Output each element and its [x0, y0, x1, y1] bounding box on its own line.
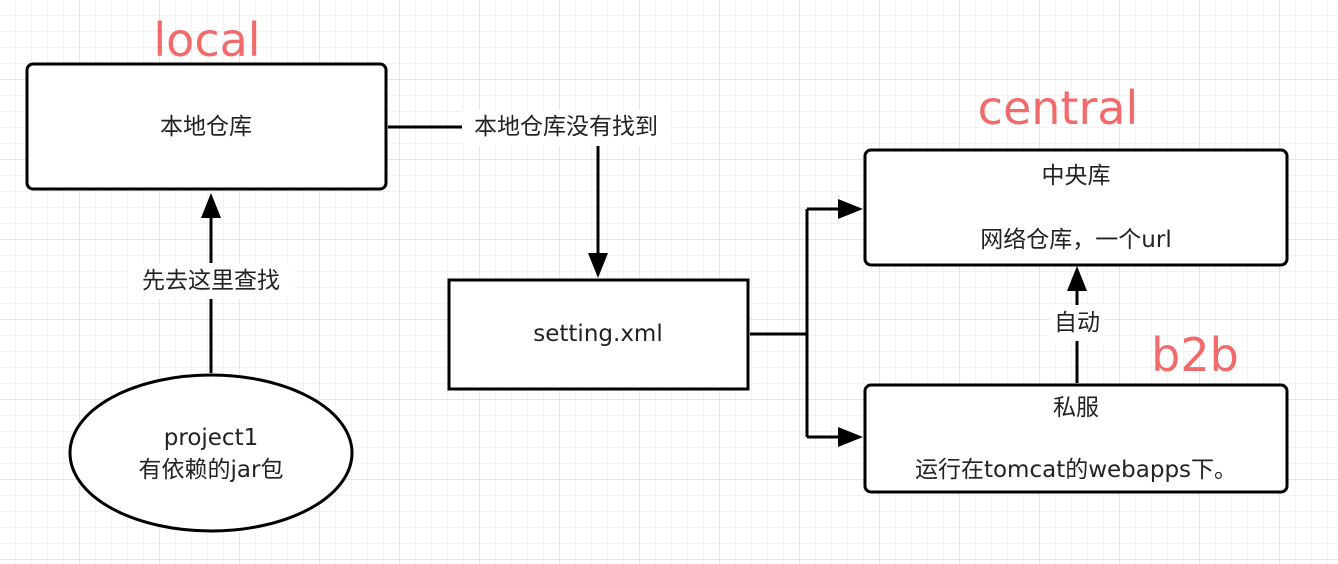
private-server-title: 私服	[1053, 395, 1099, 421]
central-repository-description: 网络仓库，一个url	[980, 227, 1171, 253]
tag-b2b: b2b	[1151, 328, 1239, 382]
tag-central: central	[978, 81, 1139, 135]
arrowhead-up-icon	[201, 193, 221, 218]
arrowhead-right-icon	[838, 199, 863, 219]
local-repository-node: 本地仓库	[25, 62, 388, 191]
private-server-node: 私服 运行在tomcat的webapps下。	[863, 383, 1289, 494]
edge-settings-branch	[750, 199, 863, 447]
project1-node: project1 有依赖的jar包	[68, 373, 354, 533]
arrowhead-down-icon	[588, 253, 608, 278]
arrowhead-right-icon	[838, 427, 863, 447]
tag-local: local	[153, 13, 260, 67]
arrowhead-up-icon	[1067, 266, 1087, 291]
settings-xml-label: setting.xml	[533, 321, 662, 347]
project1-name: project1	[164, 425, 258, 451]
local-repository-label: 本地仓库	[160, 114, 252, 140]
private-server-description: 运行在tomcat的webapps下。	[915, 457, 1237, 483]
central-repository-title: 中央库	[1042, 163, 1111, 189]
edge-label-not-found-locally: 本地仓库没有找到	[474, 114, 658, 140]
project1-description: 有依赖的jar包	[139, 457, 284, 483]
settings-xml-node: setting.xml	[447, 278, 750, 391]
edge-local-to-settings	[388, 125, 608, 278]
central-repository-node: 中央库 网络仓库，一个url	[863, 148, 1289, 267]
edge-label-search-here-first: 先去这里查找	[142, 268, 280, 294]
edge-label-automatic: 自动	[1054, 310, 1100, 336]
